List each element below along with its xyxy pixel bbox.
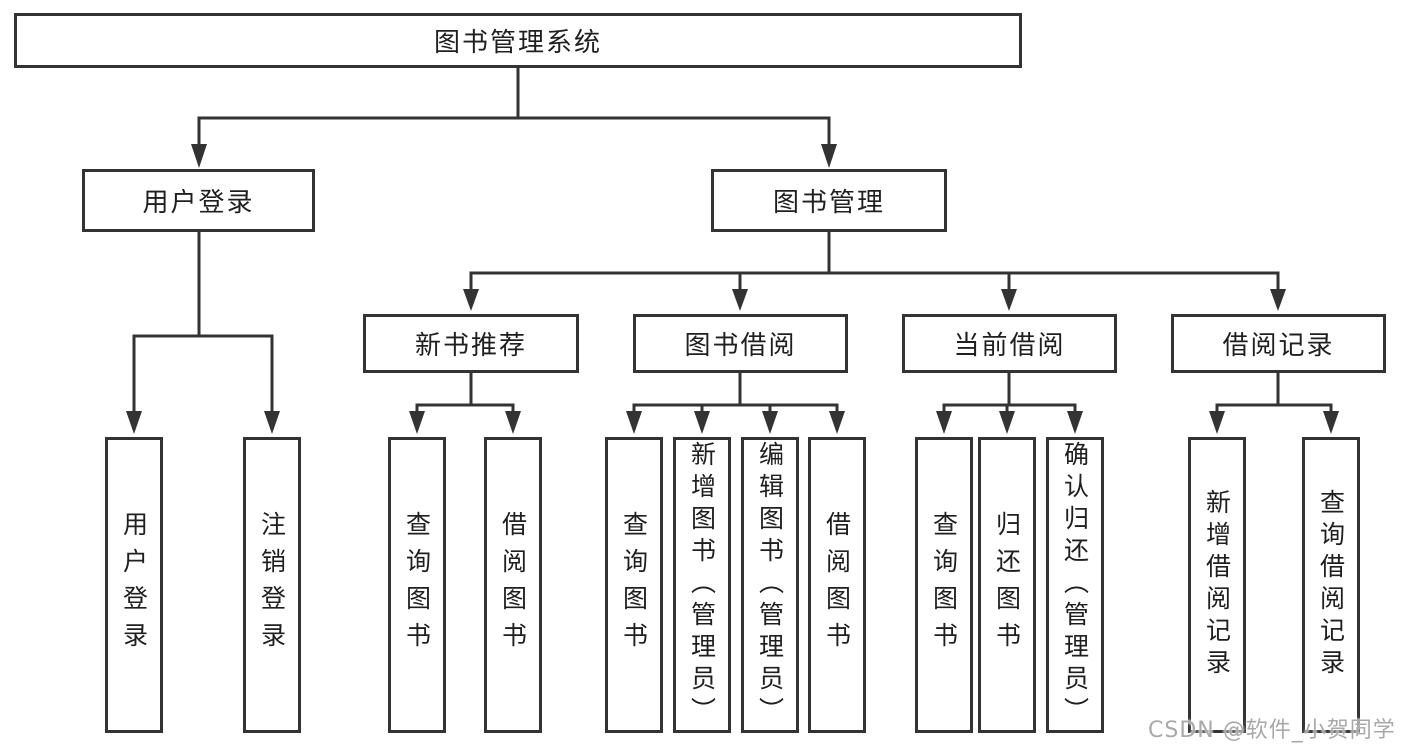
node-label: 用户登录 xyxy=(142,188,255,218)
arrowhead xyxy=(505,411,521,434)
node-library-system: 图书管理系统 xyxy=(14,13,1022,68)
node-label: 图书管理系统 xyxy=(433,28,602,58)
leaf-confirm-return-admin: 确认归还（管理员） xyxy=(1046,437,1104,733)
node-label: 借阅图书 xyxy=(822,511,852,659)
node-label: 新增图书（管理员） xyxy=(687,441,717,729)
node-label: 借阅记录 xyxy=(1222,331,1335,361)
arrowhead xyxy=(762,411,778,434)
arrowhead xyxy=(732,289,748,311)
node-label: 用户登录 xyxy=(119,511,149,659)
node-label: 注销登录 xyxy=(257,511,287,659)
node-label: 新书推荐 xyxy=(414,331,527,361)
node-book-management: 图书管理 xyxy=(711,169,947,232)
node-label: 当前借阅 xyxy=(953,331,1066,361)
leaf-logout: 注销登录 xyxy=(243,437,301,733)
arrowhead xyxy=(1323,411,1339,434)
arrowhead xyxy=(829,411,845,434)
node-label: 查询图书 xyxy=(402,511,432,659)
leaf-query-books-2: 查询图书 xyxy=(605,437,663,733)
leaf-add-book-admin: 新增图书（管理员） xyxy=(673,437,731,733)
node-label: 图书借阅 xyxy=(684,331,797,361)
arrowhead xyxy=(999,411,1015,434)
node-label: 确认归还（管理员） xyxy=(1060,441,1090,729)
node-label: 图书管理 xyxy=(772,188,885,218)
arrowhead xyxy=(191,144,207,168)
leaf-edit-book-admin: 编辑图书（管理员） xyxy=(741,437,799,733)
node-new-book-recommend: 新书推荐 xyxy=(363,314,579,373)
node-book-borrowing: 图书借阅 xyxy=(633,314,848,373)
leaf-return-book: 归还图书 xyxy=(978,437,1036,733)
leaf-query-books-1: 查询图书 xyxy=(388,437,446,733)
arrowhead xyxy=(1209,411,1225,434)
node-borrow-records: 借阅记录 xyxy=(1171,314,1386,373)
arrowhead xyxy=(694,411,710,434)
arrowhead xyxy=(1067,411,1083,434)
watermark: CSDN @软件_小贺同学 xyxy=(1148,718,1396,743)
leaf-borrow-books-1: 借阅图书 xyxy=(484,437,542,733)
leaf-borrow-books-2: 借阅图书 xyxy=(808,437,866,733)
arrowhead xyxy=(1001,289,1017,311)
leaf-query-books-3: 查询图书 xyxy=(915,437,973,733)
node-label: 查询图书 xyxy=(619,511,649,659)
arrowhead xyxy=(463,289,479,311)
node-label: 借阅图书 xyxy=(498,511,528,659)
node-label: 查询借阅记录 xyxy=(1316,489,1346,681)
arrowhead xyxy=(936,411,952,434)
node-label: 归还图书 xyxy=(992,511,1022,659)
arrowhead xyxy=(1270,289,1286,311)
node-label: 编辑图书（管理员） xyxy=(755,441,785,729)
arrowhead xyxy=(409,411,425,434)
node-label: 查询图书 xyxy=(929,511,959,659)
node-label: 新增借阅记录 xyxy=(1202,489,1232,681)
leaf-user-login: 用户登录 xyxy=(105,437,163,733)
arrowhead xyxy=(821,144,837,168)
arrowhead xyxy=(264,411,280,434)
arrowhead xyxy=(126,411,142,434)
node-user-login: 用户登录 xyxy=(82,169,315,232)
arrowhead xyxy=(626,411,642,434)
connector-lines xyxy=(132,68,1333,411)
leaf-query-borrow-record: 查询借阅记录 xyxy=(1302,437,1360,733)
node-current-borrowing: 当前借阅 xyxy=(902,314,1117,373)
leaf-add-borrow-record: 新增借阅记录 xyxy=(1188,437,1246,733)
